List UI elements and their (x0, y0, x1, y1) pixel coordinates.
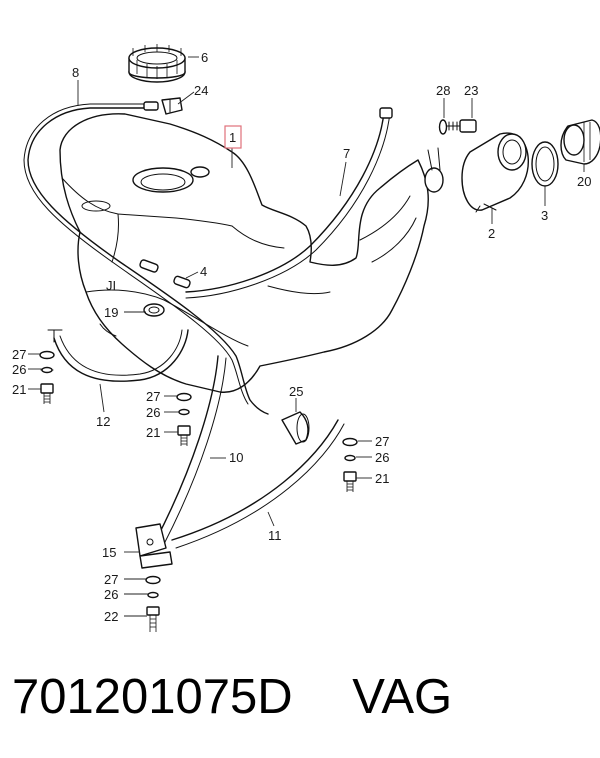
callout-15: 15 (102, 545, 116, 560)
callout-10: 10 (229, 450, 243, 465)
callout-26-bottom: 26 (104, 587, 118, 602)
caption: 701201075D VAG (12, 662, 592, 732)
strap-11 (171, 419, 345, 549)
strap-10 (155, 355, 227, 545)
exploded-parts-diagram: JI (12, 44, 600, 632)
callout-21-center: 21 (146, 425, 160, 440)
callout-12: 12 (96, 414, 110, 429)
hose-connectors-4 (139, 259, 191, 289)
vent-line-8 (23, 101, 269, 415)
filler-neck-housing (461, 132, 529, 213)
fastener-stack-center (176, 392, 192, 446)
callout-21-right: 21 (375, 471, 389, 486)
callout-25: 25 (289, 384, 303, 399)
clip-24 (161, 97, 183, 115)
fastener-stack-left (39, 350, 55, 404)
vent-hose-7 (185, 107, 393, 299)
fuel-tank: JI (59, 113, 429, 393)
filler-neck-seal (531, 141, 559, 187)
callout-27-center: 27 (146, 389, 160, 404)
clip-19 (143, 303, 165, 317)
fastener-stack-right (342, 437, 358, 492)
callout-27-bottom: 27 (104, 572, 118, 587)
callout-28: 28 (436, 83, 450, 98)
callout-3: 3 (541, 208, 548, 223)
callout-6: 6 (201, 50, 208, 65)
filler-neck-clamp (424, 147, 444, 193)
mounting-bracket-15 (135, 523, 173, 569)
grommet-25 (281, 411, 310, 445)
callout-24: 24 (194, 83, 208, 98)
callout-labels: 1 6 8 24 7 4 19 12 10 11 25 15 28 23 2 3… (12, 50, 591, 624)
brand-name: VAG (352, 670, 453, 724)
locking-ring (128, 44, 186, 83)
filler-cap (560, 119, 600, 165)
callout-2: 2 (488, 226, 495, 241)
washer-28 (438, 119, 448, 135)
callout-26-left: 26 (12, 362, 26, 377)
callout-1: 1 (229, 130, 236, 145)
callout-19: 19 (104, 305, 118, 320)
callout-20: 20 (577, 174, 591, 189)
callout-8: 8 (72, 65, 79, 80)
callout-26-center: 26 (146, 405, 160, 420)
callout-11: 11 (268, 528, 282, 543)
callout-21-left: 21 (12, 382, 26, 397)
fastener-stack-bottom (145, 575, 161, 632)
highlight-box (224, 125, 242, 149)
callout-27-right: 27 (375, 434, 389, 449)
callout-23: 23 (464, 83, 478, 98)
bolt-23 (445, 119, 477, 133)
callout-26-right: 26 (375, 450, 389, 465)
svg-text:JI: JI (106, 278, 116, 293)
callout-27-left: 27 (12, 347, 26, 362)
leader-lines (28, 56, 585, 617)
callout-22: 22 (104, 609, 118, 624)
part-number: 701201075D (12, 670, 293, 724)
strap-12 (47, 329, 189, 382)
callout-4: 4 (200, 264, 207, 279)
callout-7: 7 (343, 146, 350, 161)
